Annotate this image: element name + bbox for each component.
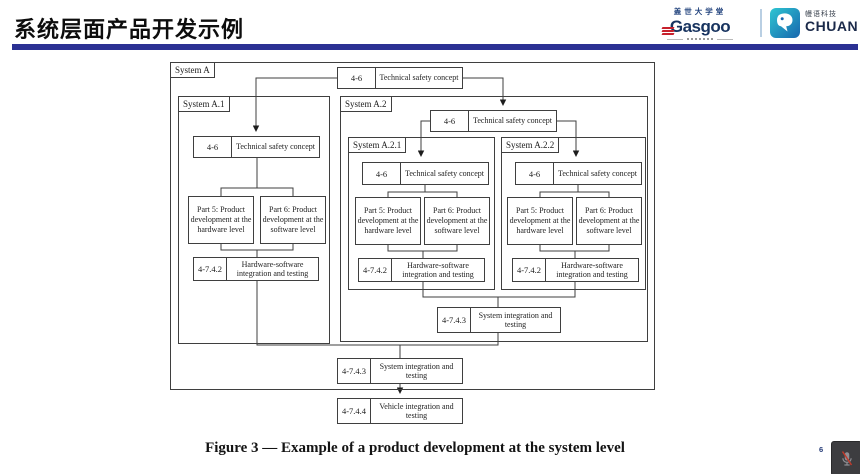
box-label: Technical safety concept — [405, 168, 484, 178]
microphone-muted-icon — [841, 450, 852, 466]
hsi-box-a22: 4-7.4.2 Hardware-software integration an… — [512, 258, 639, 282]
vit-box: 4-7.4.4 Vehicle integration and testing — [337, 398, 463, 424]
clause-number: 4-7.4.2 — [513, 259, 546, 281]
clause-number: 4-7.4.2 — [359, 259, 392, 281]
system-a21-label: System A.2.1 — [348, 137, 407, 153]
chuan-face-icon — [770, 8, 800, 38]
sit-box-a2: 4-7.4.3 System integration and testing — [437, 307, 561, 333]
figure-caption: Figure 3 — Example of a product developm… — [205, 440, 625, 456]
box-label: Technical safety concept — [558, 168, 637, 178]
gasgoo-cn-label: 盖世大学堂 — [673, 7, 727, 16]
clause-number: 4-7.4.2 — [194, 258, 227, 280]
system-a2-label: System A.2 — [340, 96, 392, 112]
tsc-box-system-a: 4-6 Technical safety concept — [337, 67, 463, 89]
gasgoo-tagline-decor — [667, 38, 733, 40]
clause-number: 4-6 — [431, 111, 469, 131]
tsc-box-system-a22: 4-6 Technical safety concept — [515, 162, 642, 185]
hsi-box-a1: 4-7.4.2 Hardware-software integration an… — [193, 257, 319, 281]
video-participant-tile[interactable] — [831, 441, 860, 474]
box-label: Hardware-software integration and testin… — [556, 260, 628, 279]
part6-box-a21: Part 6: Product development at the softw… — [424, 197, 490, 245]
system-a22-label: System A.2.2 — [501, 137, 560, 153]
part5-box-a1: Part 5: Product development at the hardw… — [188, 196, 254, 244]
part6-box-a1: Part 6: Product development at the softw… — [260, 196, 326, 244]
clause-number: 4-6 — [516, 163, 554, 184]
clause-number: 4-7.4.4 — [338, 399, 371, 423]
clause-number: 4-7.4.3 — [338, 359, 371, 383]
clause-number: 4-6 — [194, 137, 232, 157]
hsi-box-a21: 4-7.4.2 Hardware-software integration an… — [358, 258, 485, 282]
box-label: Vehicle integration and testing — [379, 401, 454, 420]
clause-number: 4-6 — [338, 68, 376, 88]
box-label: Hardware-software integration and testin… — [236, 259, 309, 278]
system-a1-label: System A.1 — [178, 96, 230, 112]
chuan-logo: 幔语科技 CHUAN — [770, 8, 858, 38]
system-a-rect — [170, 62, 655, 390]
system-a-label: System A — [170, 62, 215, 78]
title-underline-bar — [12, 44, 858, 50]
box-label: System integration and testing — [478, 310, 553, 329]
sit-box-system-a: 4-7.4.3 System integration and testing — [337, 358, 463, 384]
gasgoo-red-stripes-icon — [661, 26, 675, 36]
system-a1-rect — [178, 96, 330, 344]
clause-number: 4-6 — [363, 163, 401, 184]
tsc-box-system-a1: 4-6 Technical safety concept — [193, 136, 320, 158]
box-label: Technical safety concept — [379, 73, 459, 83]
part5-box-a22: Part 5: Product development at the hardw… — [507, 197, 573, 245]
system-a2-rect — [340, 96, 648, 342]
box-label: Technical safety concept — [236, 142, 315, 152]
header-logos: 盖世大学堂 Gasgoo 幔语科技 CHUAN — [648, 3, 858, 43]
tsc-box-system-a21: 4-6 Technical safety concept — [362, 162, 489, 185]
gasgoo-wordmark: Gasgoo — [669, 17, 731, 36]
chuan-cn-label: 幔语科技 — [805, 11, 837, 19]
part5-box-a21: Part 5: Product development at the hardw… — [355, 197, 421, 245]
page-title: 系统层面产品开发示例 — [14, 17, 245, 42]
box-label: System integration and testing — [379, 361, 454, 380]
gasgoo-logo: 盖世大学堂 Gasgoo — [648, 6, 752, 40]
system-a22-rect — [501, 137, 646, 290]
chuan-en-label: CHUAN — [805, 18, 859, 35]
tsc-box-system-a2: 4-6 Technical safety concept — [430, 110, 557, 132]
box-label: Hardware-software integration and testin… — [402, 260, 474, 279]
logo-divider — [760, 9, 762, 37]
part6-box-a22: Part 6: Product development at the softw… — [576, 197, 642, 245]
system-a21-rect — [348, 137, 495, 290]
clause-number: 4-7.4.3 — [438, 308, 471, 332]
page-number: 6 — [819, 445, 824, 454]
box-label: Technical safety concept — [473, 116, 552, 126]
